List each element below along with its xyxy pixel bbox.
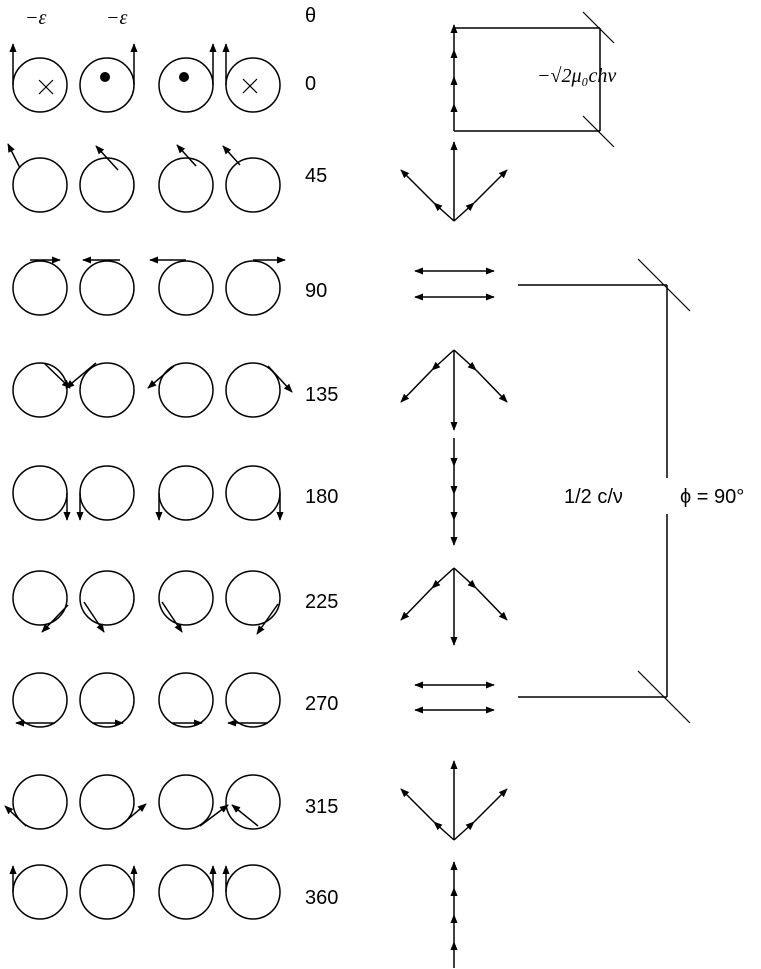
amplitude-bracket [454, 11, 615, 148]
circle-r2-c1 [79, 260, 135, 316]
circle-r7-c0 [12, 774, 68, 830]
res-r1-l1 [433, 202, 455, 222]
header-epsilon-2: −ε⃗ [106, 7, 143, 29]
tangent-r1-c2 [176, 144, 197, 167]
res-r3-r1 [453, 349, 477, 371]
circle-r3-c0 [12, 362, 68, 418]
circle-r4-c3 [225, 465, 281, 521]
tangent-r7-c1 [119, 803, 147, 827]
circle-r2-c2 [158, 260, 214, 316]
tangent-r5-c1 [83, 601, 105, 633]
circle-r3-c2 [158, 362, 214, 418]
amplitude-label: −√2μ₀chν [537, 65, 616, 87]
res-r7-l2 [400, 788, 435, 823]
circle-r7-c3 [225, 774, 281, 830]
dot-mark-1 [100, 72, 110, 82]
circle-r4-c2 [158, 465, 214, 521]
tangent-r1-c3 [222, 145, 241, 166]
tangent-arrows [4, 43, 293, 892]
header-theta: θ [305, 5, 316, 27]
circle-r0-c2 [158, 57, 214, 113]
angle-label-180: 180 [305, 486, 338, 508]
circle-r7-c1 [79, 774, 135, 830]
circle-r8-c0 [12, 864, 68, 920]
tangent-r5-c0 [41, 604, 69, 633]
res-r5-r1 [453, 567, 477, 589]
res-r7-l1 [433, 821, 455, 841]
circle-r5-c3 [225, 570, 281, 626]
circle-r8-c2 [158, 864, 214, 920]
res-r5-l1 [431, 567, 455, 589]
circle-r6-c3 [225, 672, 281, 728]
half-wavelength-label: 1/2 c/ν [564, 486, 623, 508]
angle-label-45: 45 [305, 165, 327, 187]
circle-r5-c1 [79, 570, 135, 626]
circle-r4-c0 [12, 465, 68, 521]
tangent-r7-c2 [199, 804, 229, 827]
angle-label-225: 225 [305, 591, 338, 613]
circle-r2-c0 [12, 260, 68, 316]
res-r3-l1 [431, 349, 455, 371]
circle-r1-c2 [158, 157, 214, 213]
circle-r5-c0 [12, 570, 68, 626]
tangent-r3-c1 [65, 362, 97, 389]
tangent-r3-c0 [43, 362, 71, 389]
circle-r6-c0 [12, 672, 68, 728]
tangent-r3-c3 [267, 365, 293, 393]
cross-mark-1b [38, 79, 54, 95]
circle-r0-c0 [12, 57, 68, 113]
res-r3-l2 [400, 369, 433, 403]
circle-r7-c2 [158, 774, 214, 830]
res-r7-r1 [453, 821, 475, 841]
phase-label: ϕ = 90° [680, 486, 744, 508]
circle-r2-c3 [225, 260, 281, 316]
tangent-r5-c3 [256, 603, 279, 635]
dot-mark-2 [179, 72, 189, 82]
angle-label-360: 360 [305, 887, 338, 909]
res-r1-r2 [473, 169, 508, 204]
circle-r0-c3 [225, 57, 281, 113]
circle-r4-c1 [79, 465, 135, 521]
circle-r8-c3 [225, 864, 281, 920]
res-r3-r2 [475, 369, 508, 403]
angle-label-135: 135 [305, 384, 338, 406]
circle-r6-c1 [79, 672, 135, 728]
angle-label-0: 0 [305, 73, 316, 95]
angle-label-90: 90 [305, 280, 327, 302]
row-0-markers [38, 72, 258, 95]
tangent-r7-c3 [231, 804, 259, 827]
res-r7-r2 [473, 788, 508, 823]
circle-r1-c0 [12, 157, 68, 213]
tangent-r1-c1 [95, 145, 119, 171]
circle-r0-c1 [79, 57, 135, 113]
circle-r3-c1 [79, 362, 135, 418]
field-circles [12, 57, 281, 920]
cross-mark-2b [242, 78, 258, 94]
resultant-vectors [400, 24, 508, 968]
tangent-r1-c0 [7, 143, 21, 169]
circle-r1-c3 [225, 157, 281, 213]
res-r5-l2 [400, 587, 433, 621]
angle-label-315: 315 [305, 796, 338, 818]
res-r1-r1 [453, 202, 475, 222]
tangent-r5-c2 [161, 601, 183, 633]
tangent-r3-c2 [147, 365, 175, 389]
tangent-r7-c0 [4, 805, 27, 827]
res-r1-l2 [400, 169, 435, 204]
angle-label-270: 270 [305, 693, 338, 715]
circle-r1-c1 [79, 157, 135, 213]
header-epsilon-1: −ε⃗ [25, 7, 62, 29]
res-r5-r2 [475, 587, 508, 621]
circle-r8-c1 [79, 864, 135, 920]
circle-r5-c2 [158, 570, 214, 626]
circle-r6-c2 [158, 672, 214, 728]
circle-r3-c3 [225, 362, 281, 418]
